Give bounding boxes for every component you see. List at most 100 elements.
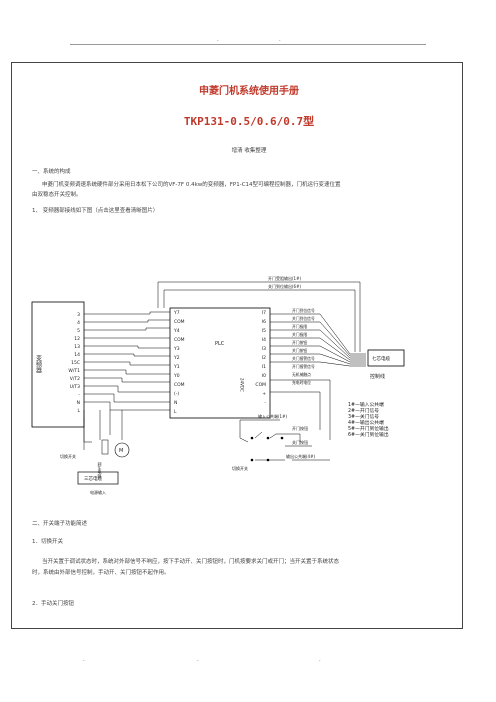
switch-label: 切换开关	[60, 453, 76, 459]
bottom-label-close-button: 关门按钮	[292, 439, 308, 445]
sub2-1-heading: 1．切换开关	[32, 539, 63, 545]
sub2-1-line1: 当开关置于调试状态时，系统对外部信号不响应，按下手动开、关门按钮时，门机按要求关…	[42, 559, 340, 565]
section2-heading: 二、开关端子功能简述	[32, 521, 88, 527]
plc-left-terminal: Y3	[173, 346, 180, 352]
document-title: 申菱门机系统使用手册	[199, 86, 299, 97]
document-model: TKP131-0.5/0.6/0.7型	[183, 115, 315, 128]
plc-left-terminal: Y7	[173, 310, 180, 316]
section1-heading: 一、系统的构成	[32, 169, 71, 175]
inverter-terminal: V/T2	[70, 376, 80, 382]
plc-right-terminal: I3	[262, 346, 266, 352]
plc-box	[169, 307, 271, 419]
power-label: 电源输入	[90, 489, 106, 495]
legend: 1#—输入公共端2#—开门信号3#—关门信号4#—输出公共端5#—开门到位输出6…	[348, 401, 389, 438]
plc-left-terminal: Y1	[173, 364, 180, 370]
inverter-terminals: 3 4 5 12 13 14 15C W/T1V/T2U/T3 - NL	[68, 312, 80, 414]
inverter-box	[31, 301, 85, 428]
signal-label: 关门极限	[292, 332, 307, 337]
legend-item: 2#—开门信号	[348, 407, 379, 414]
plc-left-terminal: Y2	[173, 355, 180, 361]
bottom-switch-wires	[239, 419, 330, 461]
signal-labels: 开门到位信号关门到位信号开门极限关门极限开门按钮关门按钮关门报警信号开门报警信号…	[292, 308, 315, 385]
signal-label: 关门到位信号	[292, 316, 315, 321]
plc-left-terminal: COM	[174, 382, 185, 388]
top-label-1: 开门受阻输出(1#)	[268, 275, 301, 281]
plc-right-terminal: I1	[262, 364, 266, 370]
section1-body-line1: 申菱门机变频调速系统硬件部分采用日本松下公司的VF-7F 0.4kw的变频器，F…	[42, 182, 341, 188]
plc-right-terminal: I5	[262, 328, 266, 334]
bottom-label-output-common: 输出公共端(4#)	[286, 453, 315, 459]
signal-label: 充电时电位	[292, 380, 311, 385]
inverter-terminal: -	[78, 393, 80, 398]
power-cable-label: 三芯电缆	[84, 475, 102, 482]
footer-mark-a: .	[82, 656, 86, 663]
plc-left-terminal: Y0	[173, 373, 180, 379]
inverter-label: 变频器	[35, 354, 42, 374]
inverter-terminal: L	[77, 408, 80, 414]
signal-label: 开门到位信号	[292, 308, 315, 313]
wires	[83, 281, 366, 450]
inverter-terminal: W/T1	[68, 368, 80, 374]
footer-mark-c: .	[318, 656, 322, 663]
plc-right-terminal: I7	[262, 310, 266, 316]
signal-label: 开门报警信号	[292, 364, 315, 369]
inverter-terminal: 14	[74, 352, 80, 358]
inverter-terminal: 5	[77, 328, 80, 334]
plc-left-terminal: N	[174, 400, 177, 406]
plc-right-terminal: I4	[262, 337, 266, 343]
signal-label: 开门按钮	[292, 340, 307, 345]
bottom-switch-label: 切换开关	[232, 465, 248, 471]
legend-item: 4#—输出公共端	[348, 419, 384, 426]
controller-cable-label: 七芯电缆	[372, 355, 390, 362]
signal-label: 关门按钮	[292, 348, 307, 353]
bottom-label-open-button: 开门按钮	[292, 425, 308, 431]
controller-cable-box	[367, 349, 405, 367]
inverter-terminal: N	[77, 400, 80, 406]
brake-label: 刹车电阻	[98, 461, 103, 479]
top-label-2: 关门到位输出(6#)	[268, 283, 301, 289]
plc-left-terminal: Y4	[173, 328, 180, 334]
bottom-label-input-common: 输入公共端(1#)	[258, 413, 287, 419]
plc-right-terminal: +	[262, 391, 266, 397]
plc-label: PLC	[215, 341, 225, 347]
footer-mark-b: .	[196, 656, 200, 663]
inverter-terminal: 15C	[71, 360, 80, 366]
legend-item: 5#—开门到位输出	[348, 425, 389, 432]
inverter-terminal: 3	[77, 312, 80, 318]
inverter-terminal: 12	[74, 336, 80, 342]
plc-right-terminal: I0	[262, 373, 266, 379]
document-frame: 申菱门机系统使用手册 TKP131-0.5/0.6/0.7型 增清 收集整理 一…	[11, 62, 463, 629]
inverter-terminal: 4	[77, 320, 80, 326]
plc-right-terminal: I2	[262, 355, 266, 361]
plc-right-terminal: COM	[255, 382, 266, 388]
plc-right-terminal: I6	[262, 319, 266, 325]
signal-label: 开门极限	[292, 324, 307, 329]
legend-item: 6#—关门到位输出	[348, 431, 389, 438]
signal-label: 关门报警信号	[292, 356, 315, 361]
header-mark-left: .	[216, 36, 220, 43]
plc-right-terminal: -	[264, 401, 266, 406]
sub1-heading[interactable]: 1、 变频器部接线如下图（点击这里查看清晰图片）	[32, 208, 159, 214]
sub2-2-heading: 2．手动关门按钮	[32, 601, 74, 607]
section1-body-line2: 由双稳态开关控制。	[32, 192, 82, 198]
controller-label: 控制线	[370, 373, 385, 380]
legend-item: 3#—关门信号	[348, 413, 379, 420]
legend-item: 1#—输入公共端	[348, 401, 384, 408]
brake-resistor-icon	[101, 439, 109, 455]
plc-left-terminal: (-)	[174, 391, 179, 397]
header-mark-right: .	[278, 36, 282, 43]
document-author: 增清 收集整理	[231, 148, 267, 154]
plc-side-label: 24VDC	[240, 378, 245, 392]
header-rule	[70, 44, 426, 45]
plc-left-terminal: COM	[174, 319, 185, 325]
signal-label: 无机械触点	[292, 372, 311, 377]
sub2-1-line2: 时，系统由外部信号控制，手动开、关门按钮不起作用。	[32, 570, 170, 576]
motor-icon	[114, 442, 130, 458]
power-cable-box	[77, 471, 119, 485]
inverter-terminal: U/T3	[70, 384, 81, 390]
plc-left-terminal: L	[174, 409, 177, 415]
inverter-terminal: 13	[74, 344, 80, 350]
